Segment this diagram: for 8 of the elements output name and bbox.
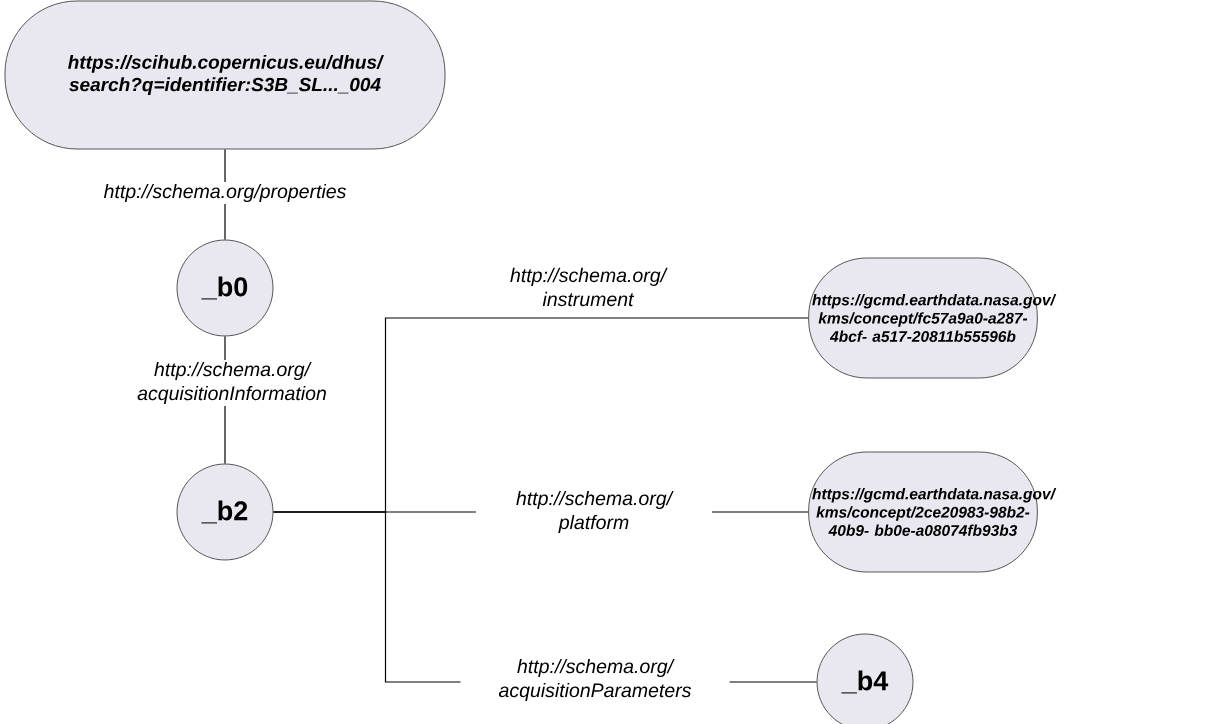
edge-label: http://schema.org/ instrument — [510, 267, 668, 307]
url-pill: https://gcmd.earthdata.nasa.gov/ kms/concept/fc57a9a0-a287-4bcf- a517-20811b55596b — [808, 257, 1057, 379]
url-pill: https://scihub.copernicus.eu/dhus/ search?q=identifier:S3B_SL..._004 — [4, 0, 446, 150]
edge-label: http://schema.org/properties — [103, 183, 346, 203]
edge-label: http://schema.org/ acquisitionParameters — [499, 658, 692, 702]
url-pill: https://gcmd.earthdata.nasa.gov/ kms/concept/2ce20983-98b2-40b9- bb0e-a08074fb93b3 — [808, 451, 1057, 573]
edge-label: http://schema.org/ acquisitionInformation — [137, 361, 326, 405]
edge-label: http://schema.org/ platform — [516, 490, 674, 534]
